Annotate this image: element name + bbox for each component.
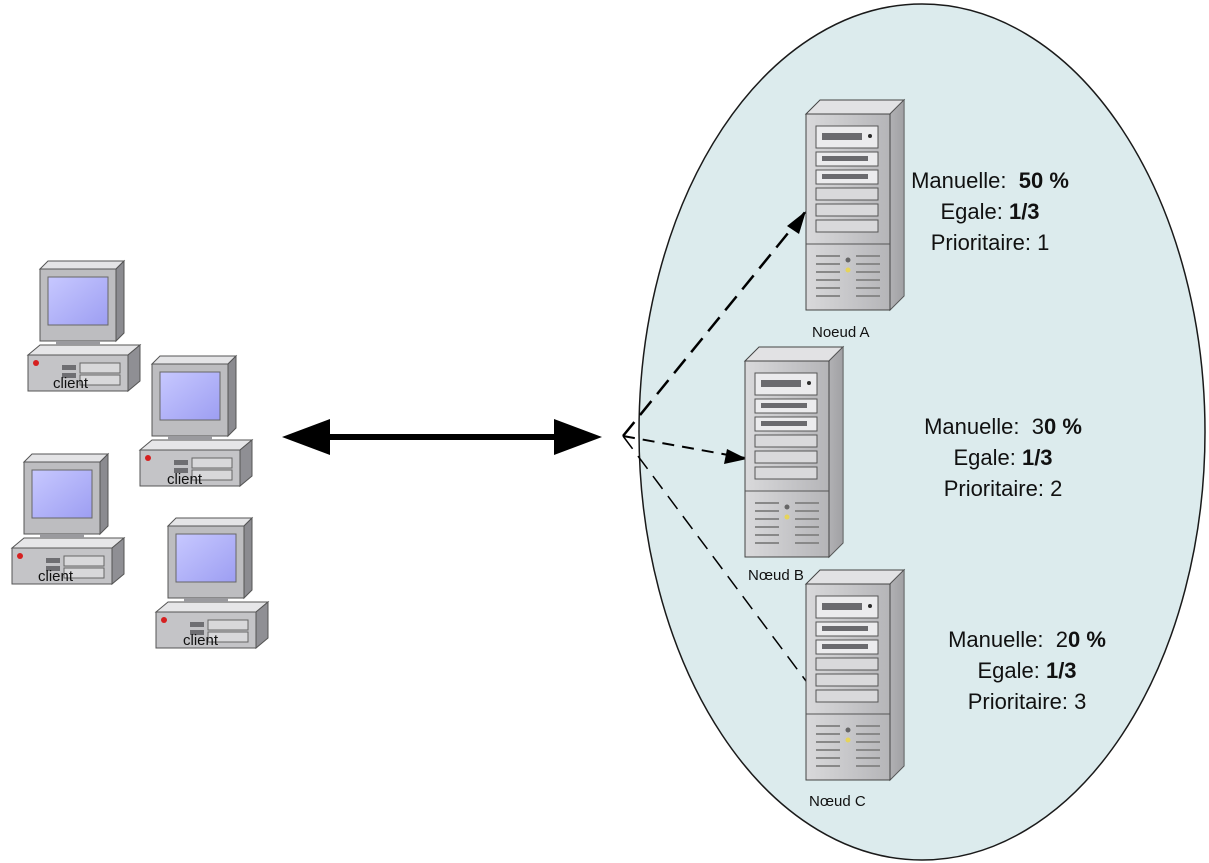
client-label-3: client <box>38 568 74 585</box>
dispatch-line-b <box>622 435 746 459</box>
client-computer-3 <box>11 453 125 585</box>
dispatch-arrowhead-b <box>724 449 747 464</box>
node-b-manual: Manuelle: 30 % <box>924 414 1082 439</box>
client-computer-1 <box>27 260 141 392</box>
client-computer-2 <box>139 355 253 487</box>
server-node-b <box>744 346 844 558</box>
node-c-manual: Manuelle: 20 % <box>948 627 1106 652</box>
node-c-priority: Prioritaire: 3 <box>967 689 1087 714</box>
client-label-4: client <box>183 632 219 649</box>
node-label-a: Noeud A <box>812 324 870 341</box>
bidirectional-arrow <box>282 419 602 455</box>
dispatch-line-c <box>622 435 807 682</box>
dispatch-arrowhead-a <box>787 211 806 234</box>
server-node-a <box>805 99 905 311</box>
node-c-info: Manuelle: 20 % Egale: 1/3 Prioritaire: 3 <box>934 624 1120 717</box>
node-a-equal: Egale: 1/3 <box>940 199 1040 224</box>
node-b-info: Manuelle: 30 % Egale: 1/3 Prioritaire: 2 <box>910 411 1096 504</box>
node-a-priority: Prioritaire: 1 <box>930 230 1050 255</box>
node-b-priority: Prioritaire: 2 <box>943 476 1063 501</box>
client-computer-4 <box>155 517 269 649</box>
client-label-2: client <box>167 471 203 488</box>
node-label-c: Nœud C <box>809 793 866 810</box>
server-node-c <box>805 569 905 781</box>
node-a-info: Manuelle: 50 % Egale: 1/3 Prioritaire: 1 <box>897 165 1083 258</box>
node-label-b: Nœud B <box>748 567 804 584</box>
client-label-1: client <box>53 375 89 392</box>
dispatch-line-a <box>622 210 807 437</box>
node-b-equal: Egale: 1/3 <box>953 445 1053 470</box>
node-a-manual: Manuelle: 50 % <box>911 168 1069 193</box>
node-c-equal: Egale: 1/3 <box>977 658 1077 683</box>
